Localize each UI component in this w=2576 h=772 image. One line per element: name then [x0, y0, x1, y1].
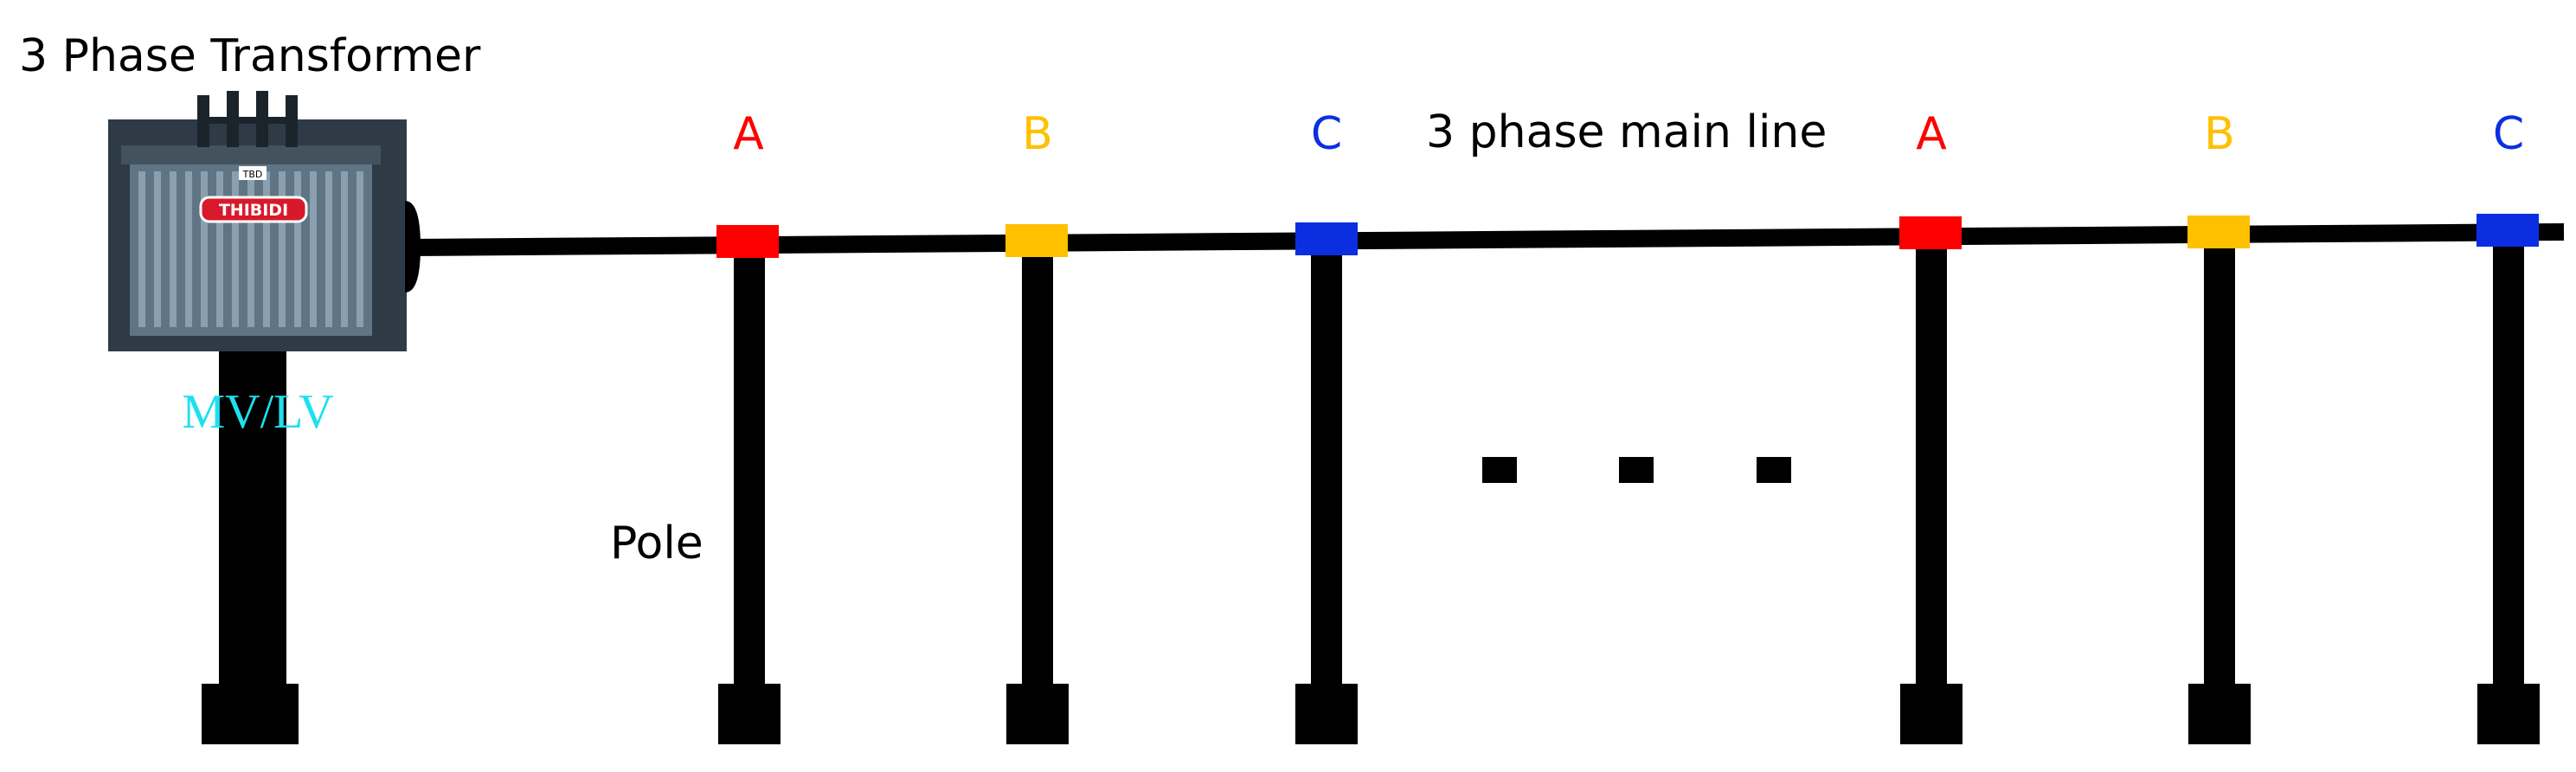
ellipsis [1482, 457, 1791, 483]
bushings-icon [197, 91, 298, 147]
pole-base [1900, 684, 1963, 744]
pole-base [2477, 684, 2540, 744]
main-line-label: 3 phase main line [1426, 106, 1827, 158]
transformer-image: TBD THIBIDI [108, 91, 421, 351]
pole-shaft [2493, 242, 2524, 688]
pole-shaft [734, 255, 765, 688]
pole-shaft [1916, 247, 1947, 688]
phase-label-b: B [2204, 108, 2235, 160]
phase-marker-b [2187, 216, 2250, 248]
transformer-pole-base [202, 684, 299, 744]
mv-lv-label: MV/LV [182, 385, 333, 439]
phase-marker-a [716, 225, 779, 258]
pole [1006, 255, 1069, 744]
pole [1900, 247, 1963, 744]
phase-marker-c [2476, 214, 2539, 247]
phase-label-a: A [733, 108, 764, 160]
ellipsis-dot [1619, 457, 1654, 483]
pole-base [718, 684, 781, 744]
phase-marker-b [1005, 224, 1068, 257]
transformer-pole-shaft [219, 346, 286, 692]
pole-shaft [1022, 255, 1053, 688]
phase-label-c: C [1311, 108, 1342, 160]
phase-marker-a [1899, 216, 1962, 249]
pole-shaft [1311, 255, 1342, 688]
pole [2188, 245, 2251, 744]
pole [2477, 242, 2540, 744]
pole-base [2188, 684, 2251, 744]
ellipsis-dot [1482, 457, 1517, 483]
pole [1295, 255, 1358, 744]
transformer-plate: TBD [242, 169, 263, 180]
pole [718, 255, 781, 744]
phase-label-a: A [1916, 108, 1947, 160]
phase-marker-c [1295, 222, 1358, 255]
ellipsis-dot [1757, 457, 1791, 483]
pole-base [1295, 684, 1358, 744]
phase-label-b: B [1022, 108, 1053, 160]
pole-shaft [2204, 245, 2235, 688]
phase-label-c: C [2493, 108, 2524, 160]
pole-base [1006, 684, 1069, 744]
transformer-pole [202, 346, 299, 744]
diagram-title: 3 Phase Transformer [19, 30, 481, 82]
pole-label: Pole [610, 518, 703, 569]
transformer-badge: THIBIDI [219, 201, 288, 220]
